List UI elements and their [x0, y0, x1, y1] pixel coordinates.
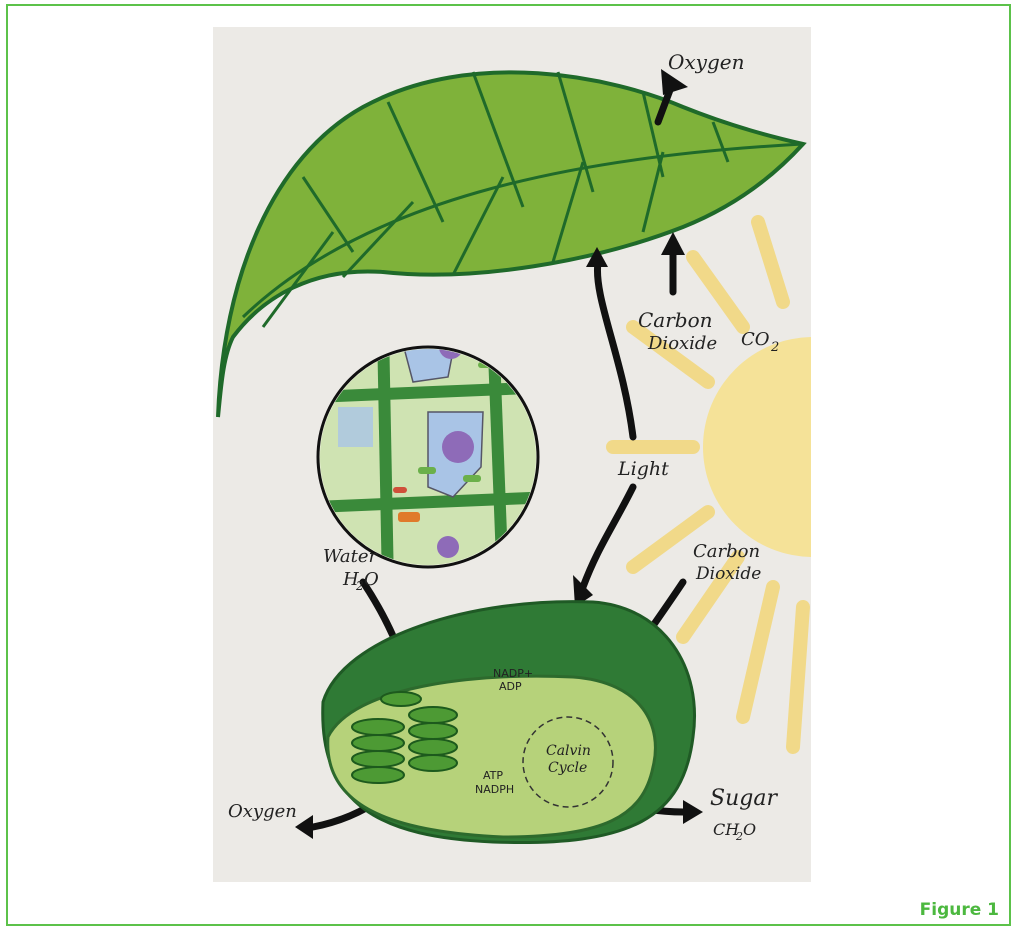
label-co2-line1: Carbon — [638, 308, 713, 332]
label-co2-line2: Dioxide — [647, 333, 717, 354]
label-nadph: NADPH — [475, 783, 514, 796]
label-co2b-line1: Carbon — [693, 541, 760, 562]
label-calvin: Calvin — [546, 743, 591, 759]
label-adp: ADP — [499, 680, 522, 693]
arrow-light-up — [597, 262, 633, 437]
label-sugar-o: O — [743, 820, 756, 839]
photosynthesis-drawing: Oxygen Carbon Dioxide CO 2 Light Carbon … — [213, 27, 811, 882]
label-atp: ATP — [483, 769, 503, 782]
chloroplast — [323, 602, 695, 843]
label-oxygen-bottom: Oxygen — [228, 801, 297, 822]
diagram-svg: Oxygen Carbon Dioxide CO 2 Light Carbon … — [213, 27, 811, 882]
label-co2-subscript: 2 — [770, 340, 779, 355]
leaf-shape — [218, 72, 803, 417]
label-light: Light — [617, 458, 669, 480]
label-water-o: O — [364, 569, 379, 590]
label-cycle: Cycle — [548, 760, 587, 776]
label-sugar: Sugar — [710, 786, 778, 811]
label-co2b-line2: Dioxide — [695, 564, 761, 584]
label-co2-formula: CO — [741, 329, 770, 350]
label-nadp: NADP+ — [493, 667, 533, 680]
label-sugar-sub: 2 — [735, 830, 743, 843]
label-water-sub: 2 — [355, 579, 364, 593]
arrow-light-down — [583, 487, 633, 587]
label-oxygen-top: Oxygen — [668, 50, 745, 74]
label-water: Water — [323, 546, 379, 567]
figure-caption: Figure 1 — [920, 900, 999, 920]
